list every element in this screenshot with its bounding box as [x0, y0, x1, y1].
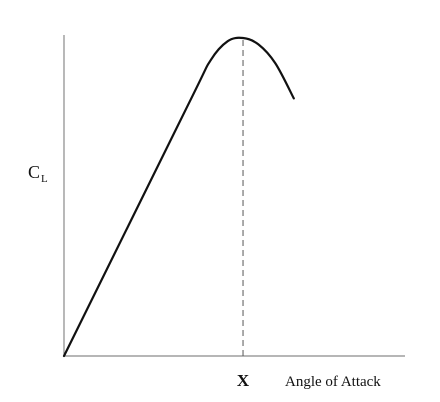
y-axis-label: CL — [28, 162, 48, 185]
y-axis-label-main: C — [28, 162, 40, 182]
x-axis-label: Angle of Attack — [285, 374, 381, 390]
y-axis-label-subscript: L — [41, 173, 48, 185]
lift-curve-line — [62, 36, 295, 358]
x-marker-label: X — [237, 371, 250, 390]
